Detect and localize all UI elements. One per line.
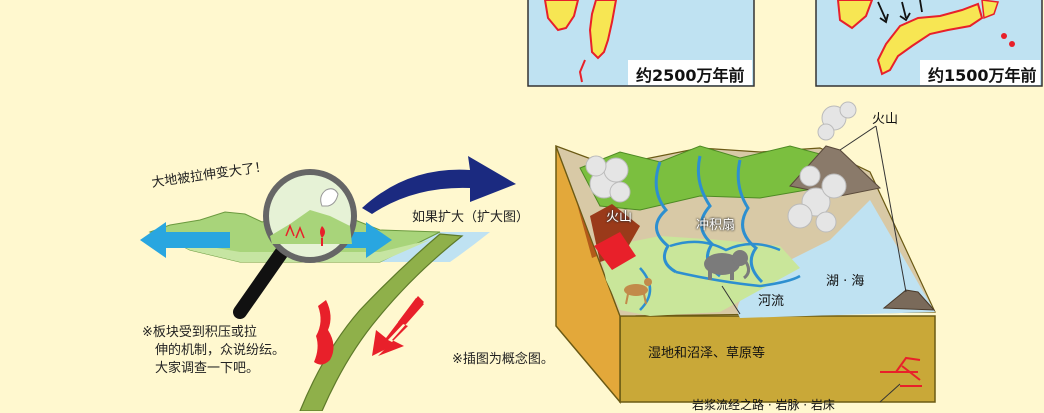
concept-note: ※插图为概念图。 xyxy=(452,352,554,367)
note-line-2: 伸的机制，众说纷纭。 xyxy=(155,343,286,358)
zoom-arrow xyxy=(362,156,516,214)
note-line-3: 大家调查一下吧。 xyxy=(155,361,260,376)
elephant xyxy=(704,250,751,280)
magnifier xyxy=(233,169,357,319)
block-diagram xyxy=(554,101,936,405)
note-line-1: ※板块受到积压或拉 xyxy=(142,325,257,340)
label-alluvial-fan: 冲积扇 xyxy=(696,218,736,233)
label-lake-sea: 湖 · 海 xyxy=(826,274,865,289)
map-label-25ma: 约2500万年前 xyxy=(636,66,745,85)
label-river: 河流 xyxy=(758,294,785,309)
label-wetland: 湿地和沼泽、草原等 xyxy=(648,346,766,361)
map-label-15ma: 约1500万年前 xyxy=(928,66,1037,85)
map-25ma xyxy=(527,0,755,87)
label-volcano-left: 火山 xyxy=(606,210,633,225)
deer xyxy=(624,278,652,305)
map-15ma xyxy=(815,0,1043,87)
label-magma: 岩浆流经之路 · 岩脉 · 岩床 xyxy=(692,398,835,412)
zoom-caption: 如果扩大（扩大图） xyxy=(412,210,530,225)
label-volcano-top: 火山 xyxy=(872,112,899,127)
